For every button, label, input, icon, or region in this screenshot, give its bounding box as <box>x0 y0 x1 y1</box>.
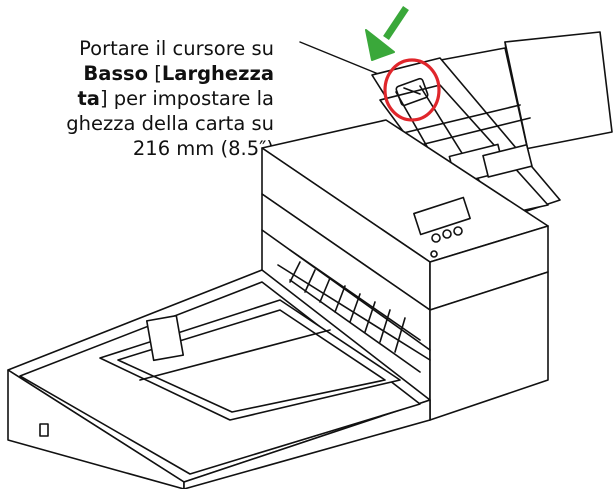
caption-bold-ta: ta <box>77 87 100 110</box>
caption-line-5: 216 mm (8.5″) <box>132 137 274 160</box>
adf-body <box>261 119 549 311</box>
caption-line-1: Portare il cursore su <box>79 37 274 60</box>
base-foot <box>39 423 49 437</box>
caption-bold-basso: Basso <box>83 62 149 85</box>
caption-line-3: ta] per impostare la <box>0 86 274 111</box>
width-slider-knob <box>395 77 429 107</box>
caption-bracket: [ <box>148 62 162 85</box>
instruction-caption: Portare il cursore su Basso [Larghezza t… <box>0 36 274 161</box>
caption-line-4: ghezza della carta su <box>66 112 274 135</box>
highlight-circle <box>383 58 441 122</box>
down-arrow-icon <box>365 6 409 61</box>
caption-line-2: Basso [Larghezza <box>0 61 274 86</box>
scan-glass <box>99 299 401 421</box>
output-tray <box>277 261 431 373</box>
caption-line-3-text: ] per impostare la <box>99 87 274 110</box>
caption-bold-larghezza: Larghezza <box>161 62 274 85</box>
